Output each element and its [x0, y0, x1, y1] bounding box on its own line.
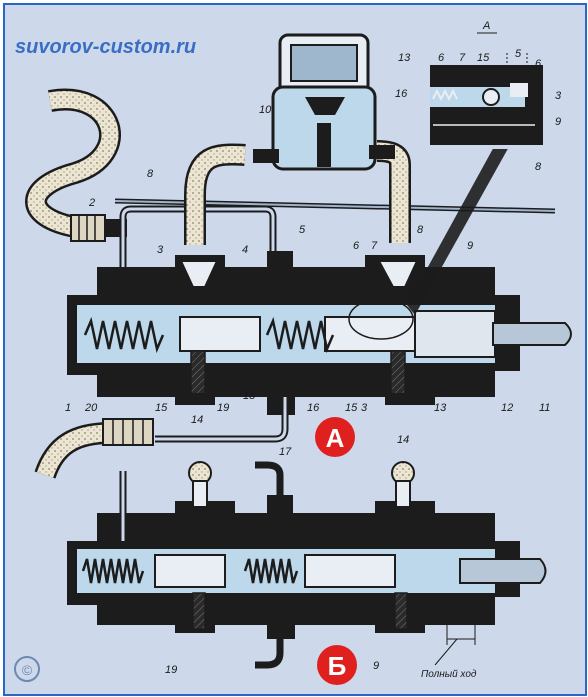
feed-hose-8-left — [186, 146, 246, 245]
view-a-badge — [315, 417, 355, 457]
primary-piston-13 — [324, 316, 416, 352]
detail-callout-3: 3 — [555, 90, 562, 102]
callout-16: 16 — [307, 402, 320, 414]
stop-screw-14-right — [390, 350, 406, 398]
push-rod-11 — [492, 322, 572, 346]
callout-11: 11 — [539, 402, 550, 414]
callout-5: 5 — [299, 224, 306, 236]
view-b-secondary-piston — [154, 554, 226, 588]
callout-6: 6 — [353, 240, 360, 252]
callout-12: 12 — [501, 402, 513, 414]
detail-callout-15: 15 — [477, 52, 490, 64]
view-b-badge-label: Б — [328, 651, 347, 681]
detail-callout-16: 16 — [395, 88, 408, 100]
left-hose-fitting — [70, 214, 106, 242]
view-b-badge — [317, 645, 357, 685]
detail-pointer — [407, 145, 510, 315]
callout-1: 1 — [65, 402, 71, 414]
bottom-hose — [36, 424, 112, 479]
detail-callout-8: 8 — [535, 161, 542, 173]
reservoir-10 — [253, 33, 395, 171]
view-b-spring-left — [81, 558, 145, 584]
detail-callout-9: 9 — [555, 116, 561, 128]
view-b-spring-right — [243, 558, 299, 584]
view-b-outlet-top — [255, 461, 284, 495]
feed-hose-8-right — [376, 142, 409, 243]
detail-callout-6b: 6 — [535, 58, 542, 70]
callout-4: 4 — [242, 244, 248, 256]
callout-17: 17 — [279, 446, 292, 458]
callout-19: 19 — [217, 402, 229, 414]
view-b-primary-piston — [304, 554, 396, 588]
copyright-symbol: © — [22, 662, 33, 678]
detail-a-title: А — [482, 20, 490, 32]
view-b-stop-screw-right — [394, 592, 408, 630]
callout-8-left: 8 — [147, 168, 154, 180]
detail-callout-6: 6 — [438, 52, 445, 64]
view-b-stop-screw-left — [192, 592, 206, 630]
callout-14-right: 14 — [397, 434, 409, 446]
bottom-hose-fitting — [102, 418, 154, 446]
view-b-assembly — [67, 461, 547, 669]
callout-15-left: 15 — [155, 402, 168, 414]
left-hose — [27, 91, 119, 236]
callout-8-right: 8 — [417, 224, 424, 236]
master-cylinder-diagram: suvorov-custom.ru — [14, 20, 572, 685]
copyright-mark — [14, 656, 40, 682]
detail-highlight-ellipse — [348, 298, 414, 340]
callout-7: 7 — [371, 240, 378, 252]
callout-10: 10 — [259, 104, 272, 116]
callout-18: 18 — [243, 390, 256, 402]
callout-14-left: 14 — [191, 414, 203, 426]
callout-9: 9 — [467, 240, 473, 252]
detail-callout-13: 13 — [398, 52, 411, 64]
view-b-callout-9: 9 — [373, 660, 379, 672]
callout-3-right: 3 — [361, 402, 368, 414]
diagram-frame: suvorov-custom.ru — [3, 3, 587, 696]
view-b-callout-19: 19 — [165, 664, 177, 676]
detail-a-callouts: 13 6 7 15 5 6 16 3 9 8 — [395, 48, 562, 173]
detail-a-inset: А — [425, 20, 543, 149]
return-spring-20 — [83, 316, 165, 354]
view-b-outlet-bottom — [255, 639, 284, 669]
callout-13: 13 — [434, 402, 447, 414]
return-spring-16 — [265, 316, 335, 354]
stop-screw-14-left — [190, 350, 206, 398]
view-a-assembly — [25, 33, 572, 479]
view-a-callouts: 10 8 2 5 8 3 4 6 7 9 1 20 15 19 18 14 16… — [65, 104, 550, 458]
callout-20: 20 — [84, 402, 98, 414]
callout-2: 2 — [88, 197, 95, 209]
view-a-badge-label: А — [326, 423, 345, 453]
inlet-port-right — [377, 260, 419, 288]
full-stroke-label: Полный ход — [421, 669, 477, 680]
view-b-push-rod — [459, 558, 547, 584]
watermark-text: suvorov-custom.ru — [15, 36, 196, 58]
callout-3-left: 3 — [157, 244, 164, 256]
detail-callout-5: 5 — [515, 48, 522, 60]
secondary-piston — [179, 316, 261, 352]
inlet-port-left — [179, 260, 219, 288]
callout-15-right: 15 — [345, 402, 358, 414]
detail-callout-7: 7 — [459, 52, 466, 64]
